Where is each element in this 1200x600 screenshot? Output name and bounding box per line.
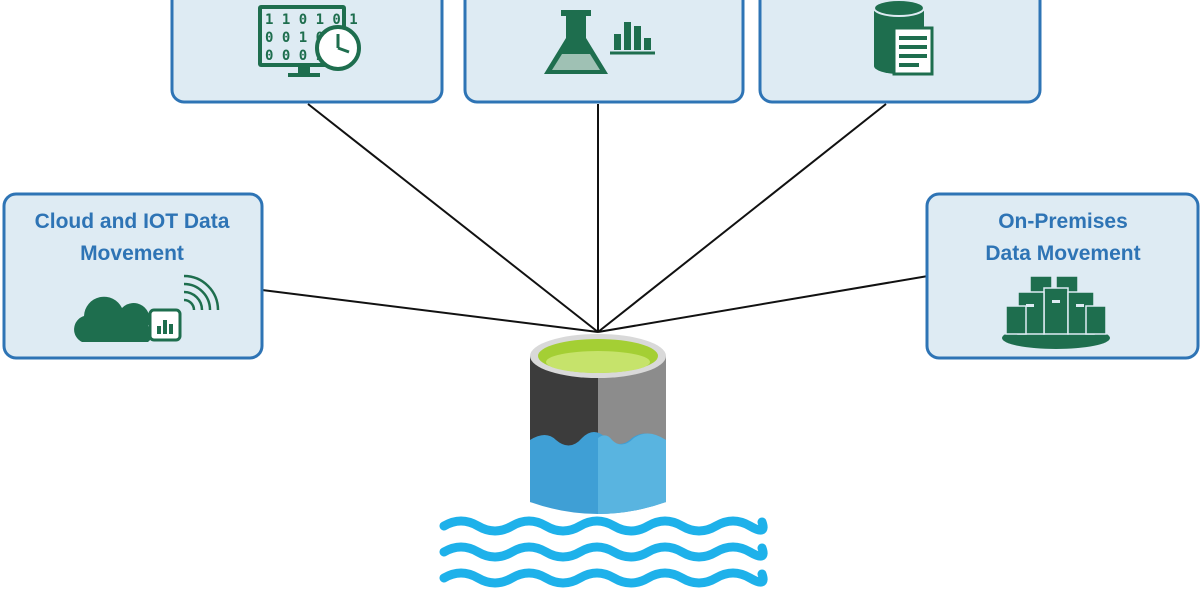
binary-row-2: 0 0 1 0 — [265, 30, 324, 46]
cloud-iot-label-line2: Movement — [80, 242, 184, 265]
connector-top-left — [307, 103, 599, 333]
on-premises-label: On-Premises Data Movement — [928, 206, 1198, 270]
binary-row-3: 0 0 0 1 — [265, 48, 324, 64]
database-document-icon — [873, 0, 934, 76]
connectors — [261, 103, 929, 333]
cloud-iot-icon — [74, 274, 220, 342]
cloud-icon — [74, 296, 152, 342]
on-premises-label-line1: On-Premises — [998, 210, 1128, 233]
cloud-iot-box — [2, 192, 264, 360]
connector-top-right — [597, 103, 887, 333]
connector-right — [597, 275, 929, 333]
flask-bar-chart-icon — [544, 10, 655, 74]
on-premises-label-line2: Data Movement — [985, 242, 1141, 265]
cloud-iot-label: Cloud and IOT Data Movement — [4, 206, 260, 270]
wireless-signal-icon — [183, 274, 220, 311]
binary-monitor-clock-icon: 1 1 0 1 0 1 0 0 1 0 0 0 0 1 — [258, 5, 361, 77]
cloud-iot-label-line1: Cloud and IOT Data — [34, 210, 230, 233]
top-center-box — [463, 0, 745, 104]
connector-left — [261, 289, 599, 333]
water-waves — [439, 516, 768, 588]
binary-row-1: 1 1 0 1 0 1 — [265, 12, 358, 28]
data-lake-cylinder-icon — [530, 334, 666, 514]
server-cluster-icon — [1002, 275, 1110, 349]
